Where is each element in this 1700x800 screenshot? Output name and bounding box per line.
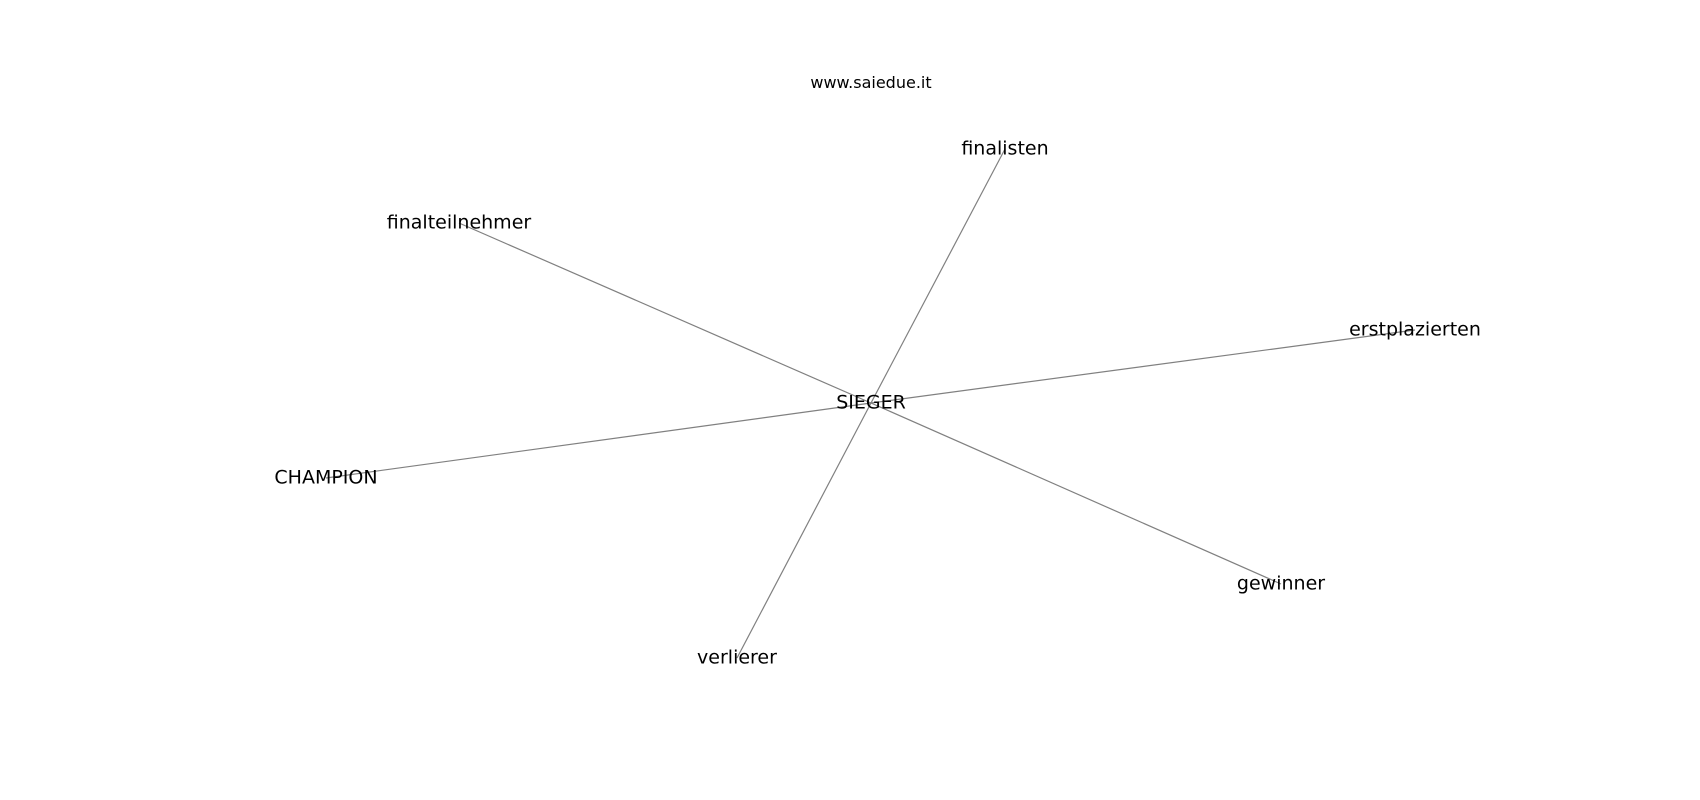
website-watermark: www.saiedue.it bbox=[810, 73, 931, 92]
edge-sieger-champion bbox=[325, 402, 872, 479]
node-label-verlierer: verlierer bbox=[697, 647, 777, 669]
node-label-champion: CHAMPION bbox=[274, 467, 377, 489]
node-label-sieger: SIEGER bbox=[836, 392, 906, 414]
node-label-erstplazierten: erstplazierten bbox=[1349, 319, 1481, 341]
edge-sieger-verlierer bbox=[736, 402, 872, 659]
node-label-finalteilnehmer: finalteilnehmer bbox=[387, 212, 532, 234]
edge-sieger-erstplazierten bbox=[870, 329, 1416, 404]
edge-sieger-finalteilnehmer bbox=[458, 222, 872, 404]
node-label-finalisten: finalisten bbox=[961, 138, 1048, 160]
node-group: SIEGER finalisten finalteilnehmer erstplazi… bbox=[274, 138, 1480, 669]
edge-group bbox=[325, 148, 1416, 659]
edge-sieger-finalisten bbox=[870, 148, 1006, 404]
node-label-gewinner: gewinner bbox=[1237, 573, 1325, 595]
edge-sieger-gewinner bbox=[870, 402, 1282, 585]
